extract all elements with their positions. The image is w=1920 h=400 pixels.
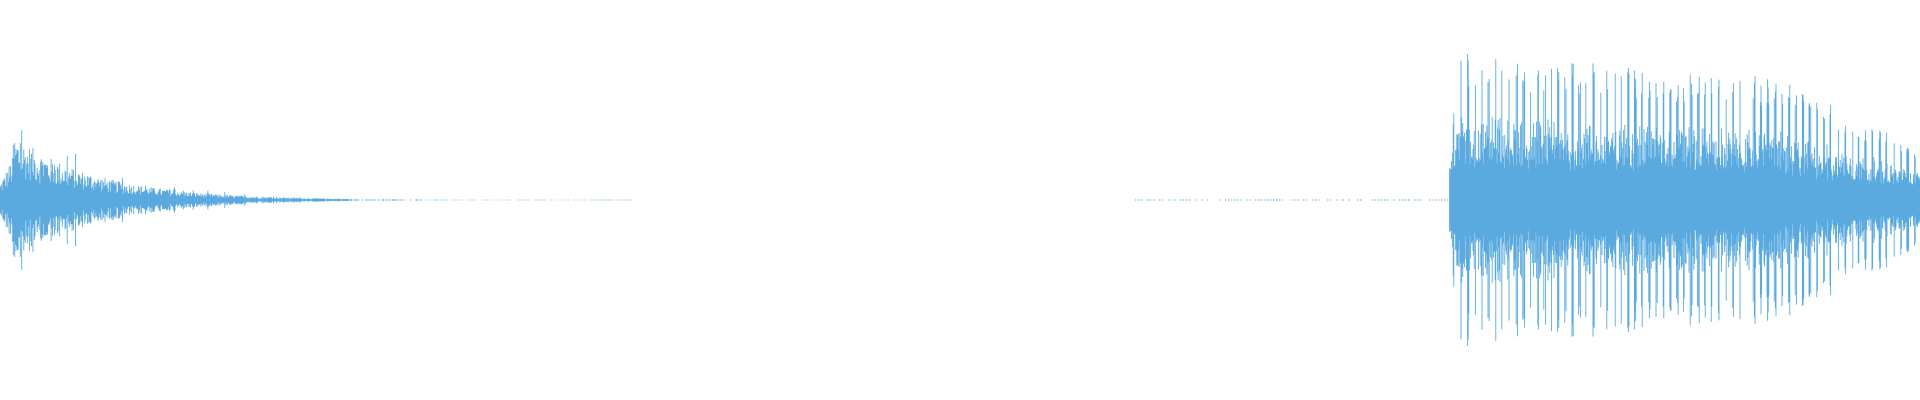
waveform-trace [0,54,1920,346]
waveform-samples [0,54,1920,346]
